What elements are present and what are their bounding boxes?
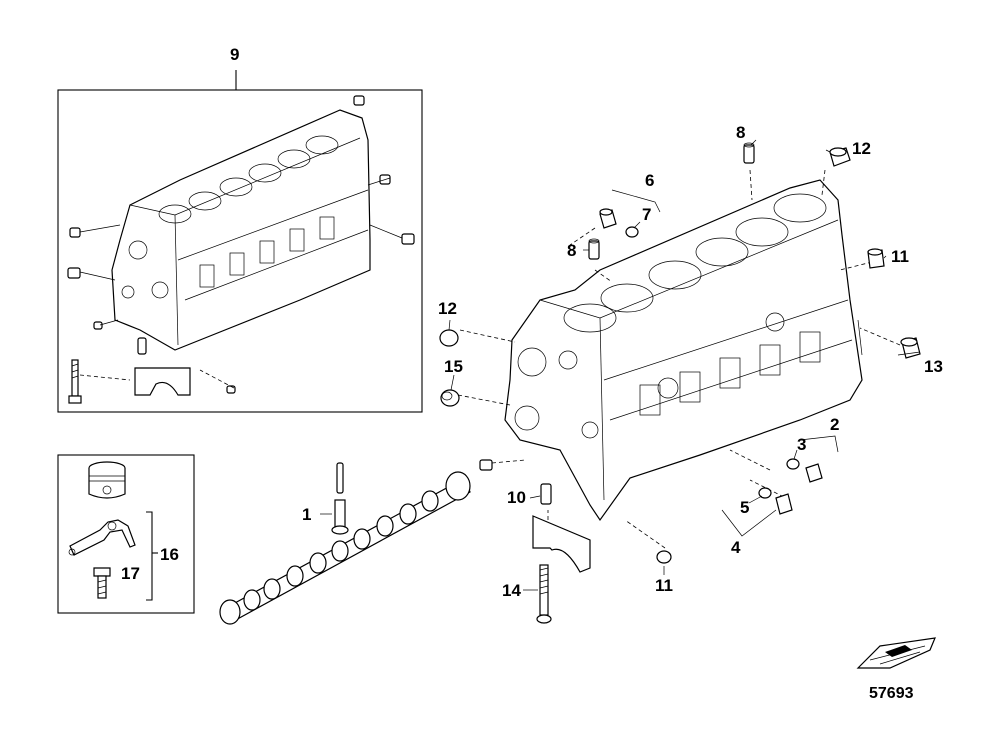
plug-small-icon [479, 459, 493, 471]
callout-labels: 9 1 2 3 4 5 6 7 8 8 10 11 11 12 12 13 14… [121, 45, 943, 600]
callout-14: 14 [502, 581, 521, 600]
dowel-8-left-icon [588, 238, 600, 260]
callout-8-left: 8 [567, 241, 576, 260]
piston-icon [88, 461, 126, 499]
camshaft-bolt-1-icon [331, 462, 349, 535]
inset-dowel-icon [137, 337, 147, 355]
callout-1: 1 [302, 505, 311, 524]
callout-11-bottom: 11 [655, 576, 673, 595]
dowel-10-icon [540, 483, 552, 505]
camshaft-icon [219, 471, 471, 625]
inset-plug-icon [93, 321, 103, 330]
plug-4-icon [775, 493, 793, 515]
plug-13-icon [900, 337, 921, 359]
figure-number: 57693 [869, 685, 914, 702]
boat-logo-icon [856, 637, 936, 669]
callout-6: 6 [645, 171, 654, 190]
seal-7-icon [625, 226, 639, 238]
plug-15-icon [440, 389, 460, 407]
seal-5-icon [758, 487, 772, 499]
inset-bearing-cap-icon [134, 367, 191, 396]
inset-box-cylinder-block [57, 70, 423, 413]
callout-12-left: 12 [438, 299, 457, 318]
plug-12-left-icon [439, 329, 459, 347]
inset-engine-block [111, 109, 371, 351]
callout-3: 3 [797, 435, 806, 454]
inset-plug-icon [401, 233, 415, 245]
inset-plug-icon [67, 267, 81, 279]
bearing-cap-icon [532, 515, 591, 573]
callout-5: 5 [740, 498, 749, 517]
piston-cooling-nozzle-icon [68, 519, 136, 556]
callout-17: 17 [121, 564, 140, 583]
main-engine-block [504, 179, 863, 522]
callout-10: 10 [507, 488, 526, 507]
plug-2-icon [805, 463, 823, 483]
bolt-14-icon [536, 564, 552, 624]
inset-box-piston-cooling [57, 454, 195, 614]
callout-9: 9 [230, 45, 239, 64]
plug-11-bottom-icon [656, 550, 672, 564]
callout-8-top: 8 [736, 123, 745, 142]
callout-leaders [320, 139, 921, 591]
callout-13: 13 [924, 357, 943, 376]
dowel-8-top-icon [743, 142, 755, 164]
callout-2: 2 [830, 415, 839, 434]
plug-12-top-icon [829, 147, 851, 167]
callout-15: 15 [444, 357, 463, 376]
callout-4: 4 [731, 538, 741, 557]
seal-3-icon [786, 458, 800, 470]
nozzle-bolt-icon [93, 567, 111, 599]
plug-11-right-icon [867, 248, 885, 269]
inset-plug-icon [353, 95, 365, 106]
plug-6-icon [599, 208, 617, 229]
inset-plug-icon [69, 227, 81, 238]
callout-11-right: 11 [891, 247, 909, 266]
inset-plug-icon [226, 385, 236, 394]
callout-7: 7 [642, 205, 651, 224]
callout-12-top: 12 [852, 139, 871, 158]
callout-16: 16 [160, 545, 179, 564]
inset-bolt-icon [68, 359, 82, 404]
